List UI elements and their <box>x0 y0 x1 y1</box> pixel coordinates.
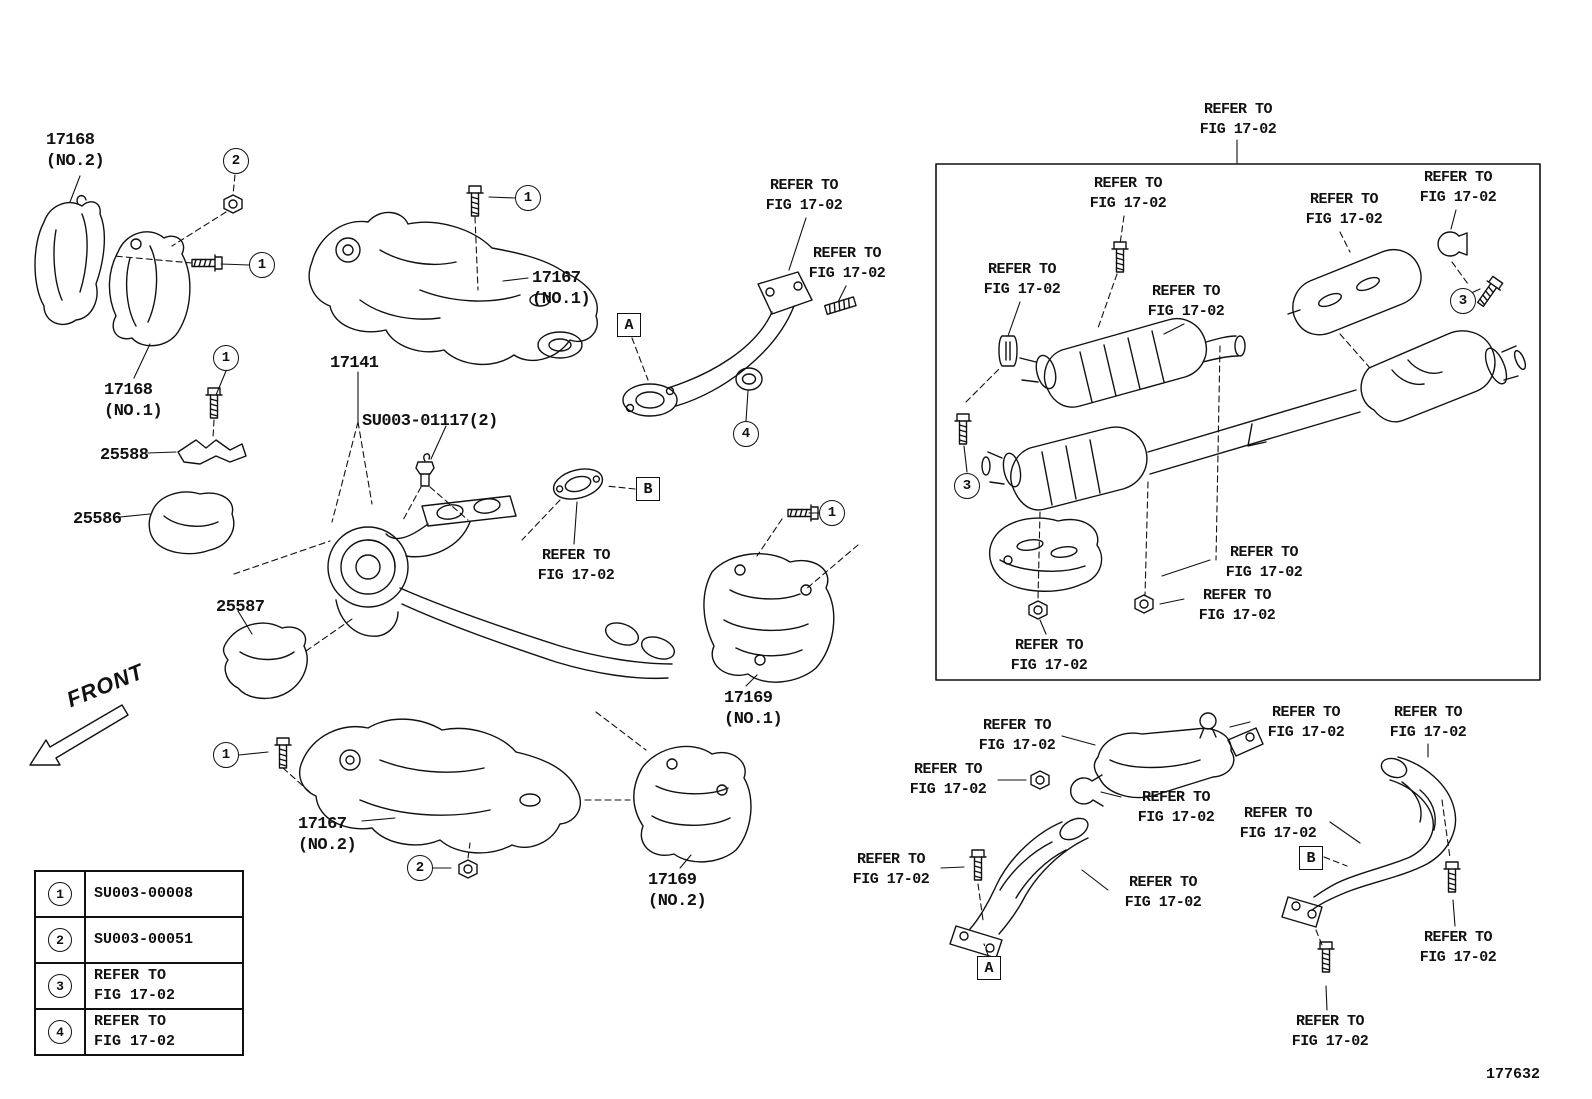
part-label-25588: 25588 <box>100 446 149 465</box>
refer-label: REFER TO FIG 17-02 <box>1239 805 1317 842</box>
shield-upper-right <box>1287 249 1422 336</box>
callout-circle-4: 4 <box>733 421 759 447</box>
part-label-25587: 25587 <box>216 598 265 617</box>
stud-bolt <box>823 296 857 316</box>
legend-text-4: REFER TO FIG 17-02 <box>84 1008 244 1056</box>
clamp-band <box>1069 774 1104 807</box>
figure-number: 177632 <box>1486 1066 1541 1083</box>
refer-label: REFER TO FIG 17-02 <box>978 717 1056 754</box>
refer-label: REFER TO FIG 17-02 <box>1147 283 1225 320</box>
refer-label: REFER TO FIG 17-02 <box>1291 1013 1369 1050</box>
legend-callout-3: 3 <box>48 974 72 998</box>
callout-circle-2: 2 <box>407 855 433 881</box>
shield-25586 <box>148 491 235 555</box>
heat-shield-17169-no1 <box>703 553 835 683</box>
part-label-su003-01117: SU003-01117(2) <box>362 412 498 431</box>
manifold-shield-17167-no2 <box>298 718 581 854</box>
connector-box-b: B <box>1299 846 1323 870</box>
catalyst-upper <box>1019 318 1246 408</box>
tailpipe-a <box>949 817 1089 959</box>
exhaust-gasket <box>549 463 607 505</box>
refer-label: REFER TO FIG 17-02 <box>1137 789 1215 826</box>
callout-circle-1: 1 <box>515 185 541 211</box>
heat-shield-17168-no1 <box>108 231 191 347</box>
legend-text-3: REFER TO FIG 17-02 <box>84 962 244 1010</box>
refer-label: REFER TO FIG 17-02 <box>1199 101 1277 138</box>
shield-lower-box <box>988 517 1103 592</box>
callout-circle-3: 3 <box>954 473 980 499</box>
clamp-ring <box>1437 231 1468 257</box>
part-label-17167-no1: 17167 (NO.1) <box>532 269 591 309</box>
oxygen-sensor <box>415 453 435 487</box>
callout-circle-1: 1 <box>213 742 239 768</box>
refer-label: REFER TO FIG 17-02 <box>1419 169 1497 206</box>
legend-text-2: SU003-00051 <box>84 916 244 964</box>
refer-label: REFER TO FIG 17-02 <box>983 261 1061 298</box>
pipe-clamp-block <box>998 335 1018 367</box>
exhaust-hanger <box>1199 712 1217 739</box>
part-label-17141: 17141 <box>330 354 379 373</box>
refer-label: REFER TO FIG 17-02 <box>765 177 843 214</box>
manifold-catalyst-17141 <box>327 495 676 680</box>
callout-circle-3: 3 <box>1450 288 1476 314</box>
legend-callout-4: 4 <box>48 1020 72 1044</box>
detail-box <box>935 163 1541 681</box>
refer-label: REFER TO FIG 17-02 <box>1389 704 1467 741</box>
refer-label: REFER TO FIG 17-02 <box>1267 704 1345 741</box>
legend-row: 3 REFER TO FIG 17-02 <box>34 962 244 1010</box>
refer-label: REFER TO FIG 17-02 <box>1010 637 1088 674</box>
refer-label: REFER TO FIG 17-02 <box>1198 587 1276 624</box>
legend-row: 4 REFER TO FIG 17-02 <box>34 1008 244 1056</box>
bracket-25588 <box>177 439 247 465</box>
part-label-17168-no2: 17168 (NO.2) <box>46 131 105 171</box>
callout-circle-2: 2 <box>223 148 249 174</box>
connector-box-b: B <box>636 477 660 501</box>
part-label-17168-no1: 17168 (NO.1) <box>104 381 163 421</box>
refer-label: REFER TO FIG 17-02 <box>1419 929 1497 966</box>
refer-label: REFER TO FIG 17-02 <box>1089 175 1167 212</box>
catalyst-main-pipe <box>981 330 1527 511</box>
legend-text-1: SU003-00008 <box>84 870 244 918</box>
refer-label: REFER TO FIG 17-02 <box>1225 544 1303 581</box>
heat-shield-17168-no2 <box>34 194 105 325</box>
refer-label: REFER TO FIG 17-02 <box>537 547 615 584</box>
refer-label: REFER TO FIG 17-02 <box>808 245 886 282</box>
legend-callout-2: 2 <box>48 928 72 952</box>
callout-circle-1: 1 <box>819 500 845 526</box>
legend-table: 1 SU003-00008 2 SU003-00051 3 REFER TO F… <box>34 870 244 1056</box>
refer-label: REFER TO FIG 17-02 <box>1124 874 1202 911</box>
front-arrow <box>29 704 129 766</box>
connector-box-a: A <box>977 956 1001 980</box>
part-label-25586: 25586 <box>73 510 122 529</box>
part-label-17169-no1: 17169 (NO.1) <box>724 689 783 729</box>
refer-label: REFER TO FIG 17-02 <box>1305 191 1383 228</box>
refer-label: REFER TO FIG 17-02 <box>852 851 930 888</box>
part-label-17167-no2: 17167 (NO.2) <box>298 815 357 855</box>
manifold-shield-17167-no1 <box>308 211 598 366</box>
callout-circle-1: 1 <box>213 345 239 371</box>
callout-circle-1: 1 <box>249 252 275 278</box>
legend-row: 2 SU003-00051 <box>34 916 244 964</box>
dashed-lines <box>113 174 1469 956</box>
shield-bottom-mid <box>1093 727 1264 799</box>
connector-box-a: A <box>617 313 641 337</box>
tailpipe-b <box>1281 756 1457 928</box>
refer-label: REFER TO FIG 17-02 <box>909 761 987 798</box>
heat-shield-17169-no2 <box>633 745 752 863</box>
exhaust-ring <box>735 367 763 391</box>
front-pipe <box>622 271 813 417</box>
leader-lines <box>69 139 1481 1011</box>
part-label-17169-no2: 17169 (NO.2) <box>648 871 707 911</box>
legend-callout-1: 1 <box>48 882 72 906</box>
shield-25587 <box>222 622 308 699</box>
legend-row: 1 SU003-00008 <box>34 870 244 918</box>
